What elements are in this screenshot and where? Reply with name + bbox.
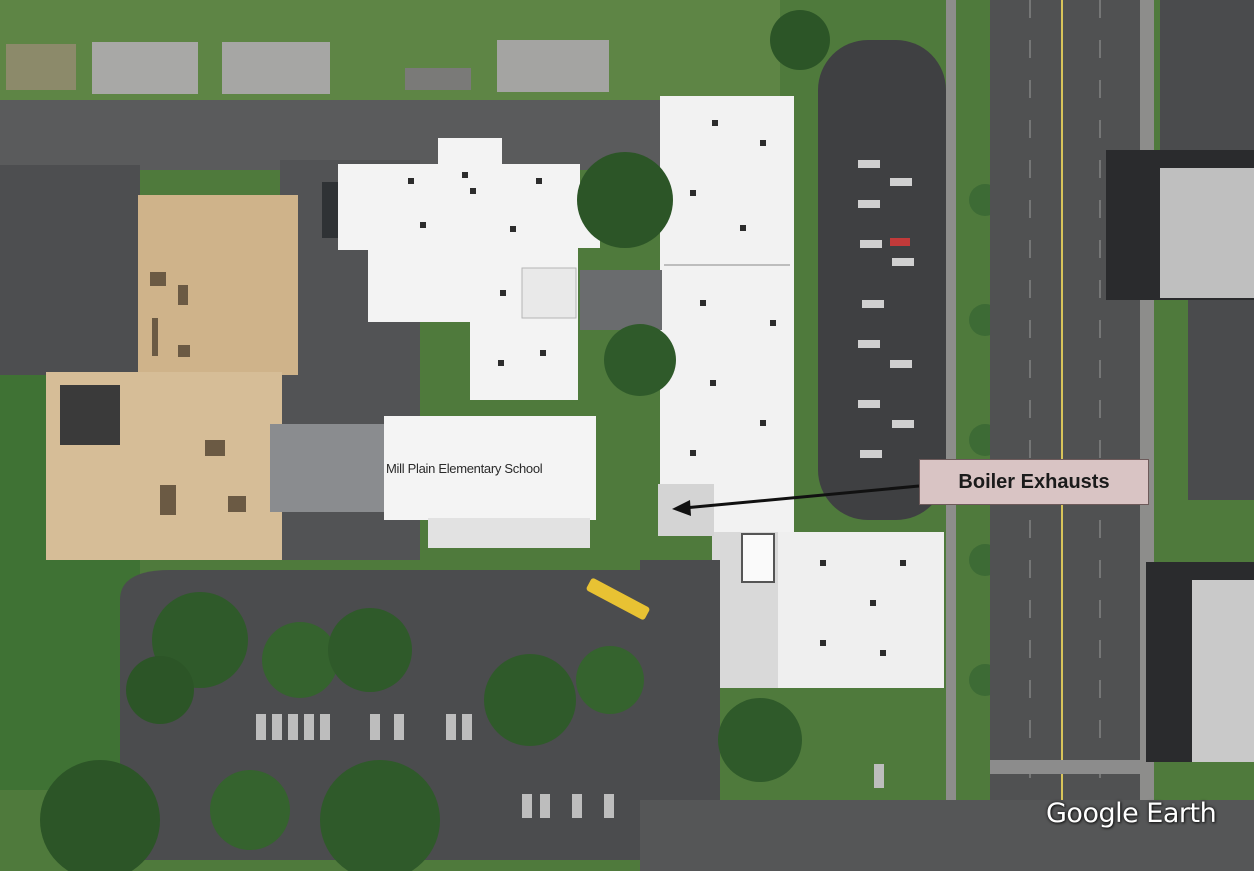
main-road [990,0,1140,871]
portable-4 [497,40,609,92]
garden-plot [6,44,76,90]
school-roofs [270,96,944,688]
asphalt-courts [0,165,140,375]
google-earth-watermark: Google Earth [1046,798,1217,829]
callout-arrow-line [683,484,920,510]
school-name-label: Mill Plain Elementary School [386,461,543,476]
asphalt-north [0,100,660,170]
play-equipment [60,272,246,515]
east-building-north [1160,168,1254,298]
east-lot-mid [1188,300,1254,500]
east-building-south [1192,580,1254,762]
school-bus [586,578,650,620]
red-car [890,238,910,246]
portable-3 [405,68,471,90]
crosswalk [990,760,1140,774]
callout-arrowhead [672,500,691,516]
portable-2 [222,42,330,94]
roof-vents [408,120,906,656]
portable-1 [92,42,198,94]
south-road [640,800,1254,871]
parking-east [818,40,946,520]
trees [40,10,1001,871]
parked-cars-south [256,714,884,818]
sidewalk-west [946,0,956,871]
south-lot-east [640,560,720,820]
boiler-exhausts-callout: Boiler Exhausts [919,459,1149,505]
east-lot-north [1160,0,1254,150]
parked-cars-east [858,160,914,458]
